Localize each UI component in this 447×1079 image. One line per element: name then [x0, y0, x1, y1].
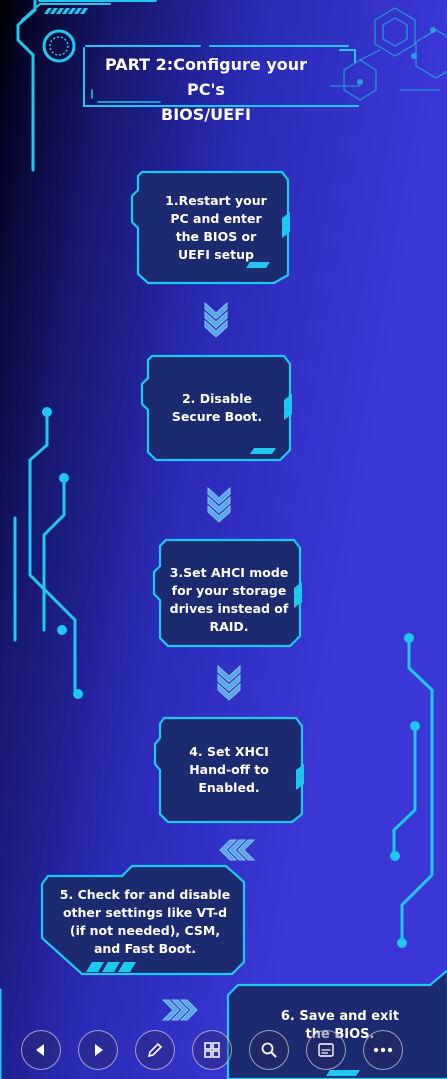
step-1-line: 1.Restart your	[165, 193, 267, 208]
step-5-line: and Fast Boot.	[93, 941, 197, 956]
title-line-1: PART 2:Configure your PC's	[104, 55, 308, 99]
step-4-line: 4. Set XHCI	[189, 744, 269, 759]
step-2-line: 2. Disable	[181, 391, 253, 406]
slide-title: PART 2:Configure your PC's BIOS/UEFI	[86, 52, 326, 127]
step-1-text: 1.Restart your PC and enter the BIOS or …	[150, 192, 282, 264]
step-5-line: 5. Check for and disable	[59, 887, 231, 902]
subtitles-button[interactable]	[306, 1030, 346, 1070]
step-4-line: Enabled.	[198, 780, 260, 795]
zoom-button[interactable]	[249, 1030, 289, 1070]
step-3-line: 3.Set AHCI mode	[169, 565, 289, 580]
next-slide-button[interactable]	[78, 1030, 118, 1070]
slides-overview-icon	[204, 1042, 220, 1058]
pen-icon	[147, 1042, 163, 1058]
slides-overview-button[interactable]	[192, 1030, 232, 1070]
step-1-line: UEFI setup	[178, 247, 254, 262]
step-2-line: Secure Boot.	[171, 409, 263, 424]
step-5-line: other settings like VT-d	[62, 905, 228, 920]
presentation-toolbar	[0, 1028, 447, 1074]
step-5-line: (if not needed), CSM,	[69, 923, 221, 938]
pen-tool-button[interactable]	[135, 1030, 175, 1070]
step-1-line: PC and enter	[170, 211, 262, 226]
step-3-text: 3.Set AHCI mode for your storage drives …	[162, 564, 296, 636]
title-line-2: BIOS/UEFI	[161, 105, 251, 124]
step-4-line: Hand-off to	[189, 762, 269, 777]
zoom-icon	[261, 1042, 277, 1058]
step-3-line: RAID.	[209, 619, 249, 634]
step-4-text: 4. Set XHCI Hand-off to Enabled.	[162, 743, 296, 797]
previous-icon	[36, 1044, 44, 1056]
step-1-line: the BIOS or	[175, 229, 257, 244]
subtitles-icon	[318, 1043, 334, 1057]
next-icon	[95, 1044, 103, 1056]
previous-slide-button[interactable]	[21, 1030, 61, 1070]
step-2-text: 2. Disable Secure Boot.	[152, 390, 282, 426]
step-6-line: 6. Save and exit	[280, 1009, 400, 1024]
step-3-line: drives instead of	[169, 601, 289, 616]
more-options-icon	[373, 1047, 393, 1053]
step-5-text: 5. Check for and disable other settings …	[52, 886, 238, 958]
more-options-button[interactable]	[363, 1030, 403, 1070]
step-3-line: for your storage	[171, 583, 287, 598]
